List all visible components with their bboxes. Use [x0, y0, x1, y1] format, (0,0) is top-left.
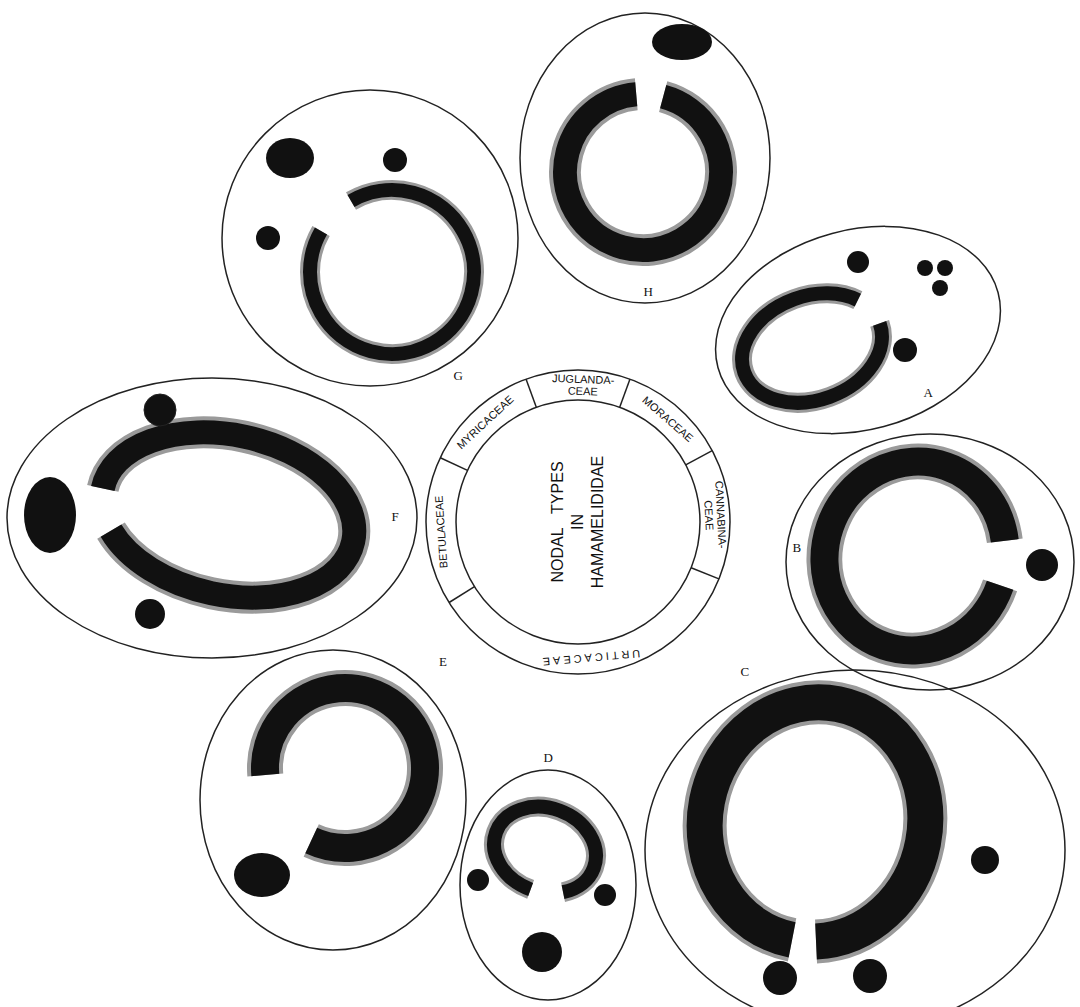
cambium-band: [258, 681, 431, 854]
center-circle: NODAL TYPES IN HAMAMELIDIDAE: [548, 456, 608, 588]
family-name: BETULACEAE: [433, 495, 450, 568]
central-ring: [426, 370, 730, 674]
stem-section: [200, 650, 466, 950]
figure-letter: D: [542, 751, 555, 765]
stem-outline: [692, 196, 1024, 464]
leaf-trace: [763, 961, 797, 995]
figure-letter: G: [452, 369, 465, 383]
figure-letter: A: [922, 386, 935, 400]
vascular-ring: [799, 437, 1031, 675]
vascular-ring: [727, 275, 898, 422]
leaf-trace: [256, 226, 280, 250]
figure-letter: H: [642, 285, 655, 299]
center-title: NODAL TYPES IN HAMAMELIDIDAE: [548, 456, 608, 588]
leaf-trace: [917, 260, 933, 276]
family-name: JUGLANDA- CEAE: [546, 372, 619, 398]
family-name: CANNABINA- CEAE: [701, 472, 729, 557]
figure-letter: C: [739, 665, 752, 679]
family-name: MORACEAE: [640, 393, 695, 443]
figure-letter: E: [437, 655, 449, 669]
cambium-band: [727, 275, 898, 422]
leaf-trace: [234, 853, 290, 897]
leaf-trace: [383, 148, 407, 172]
vascular-ring: [258, 681, 431, 854]
leaf-trace: [594, 884, 616, 906]
sector-divider: [449, 587, 474, 603]
stem-outline: [222, 90, 518, 386]
stem-section: [222, 90, 518, 386]
cambium-band: [684, 683, 946, 961]
stem-outline: [520, 13, 770, 303]
vascular-ring: [547, 76, 738, 267]
leaf-trace: [266, 138, 314, 178]
leaf-trace: [893, 338, 917, 362]
vascular-ring: [482, 793, 608, 908]
leaf-trace: [971, 846, 999, 874]
inner-circle: [456, 400, 700, 644]
stem-section: [460, 770, 636, 1000]
cambium-band: [86, 410, 370, 620]
stem-section: [520, 13, 770, 303]
sector-divider: [691, 568, 719, 579]
stem-section: [786, 434, 1074, 690]
figure-letter: F: [390, 510, 401, 524]
leaf-trace: [467, 869, 489, 891]
family-sector: MORACEAE: [640, 393, 695, 443]
stem-outline: [460, 770, 636, 1000]
family-sector: BETULACEAE: [433, 495, 450, 568]
family-sector: CANNABINA- CEAE: [701, 472, 729, 557]
leaf-trace: [522, 932, 562, 972]
stem-outline: [645, 670, 1065, 1007]
figure-letter: B: [791, 541, 804, 555]
leaf-trace: [24, 477, 76, 553]
leaf-trace: [932, 280, 948, 296]
cambium-band: [799, 437, 1031, 675]
stem-outline: [786, 434, 1074, 690]
cambium-band: [482, 793, 608, 908]
sector-divider: [620, 379, 630, 407]
leaf-trace: [135, 599, 165, 629]
vascular-ring: [684, 683, 946, 961]
vascular-ring: [280, 160, 504, 384]
leaf-trace: [1026, 549, 1058, 581]
stem-section: [7, 378, 417, 658]
leaf-trace: [853, 959, 887, 993]
stem-section: [692, 196, 1024, 464]
vascular-ring: [86, 410, 370, 620]
stem-section: [645, 670, 1065, 1007]
cambium-band: [547, 76, 738, 267]
sector-divider: [686, 451, 713, 465]
leaf-trace: [937, 260, 953, 276]
outer-circle: [426, 370, 730, 674]
cambium-band: [280, 160, 504, 384]
leaf-trace: [847, 251, 869, 273]
sector-divider: [526, 379, 536, 407]
stem-outline: [7, 378, 417, 658]
sector-divider: [440, 458, 467, 471]
leaf-trace: [652, 24, 712, 60]
leaf-trace: [144, 394, 176, 426]
family-sector: JUGLANDA- CEAE: [546, 372, 619, 398]
stem-outline: [200, 650, 466, 950]
